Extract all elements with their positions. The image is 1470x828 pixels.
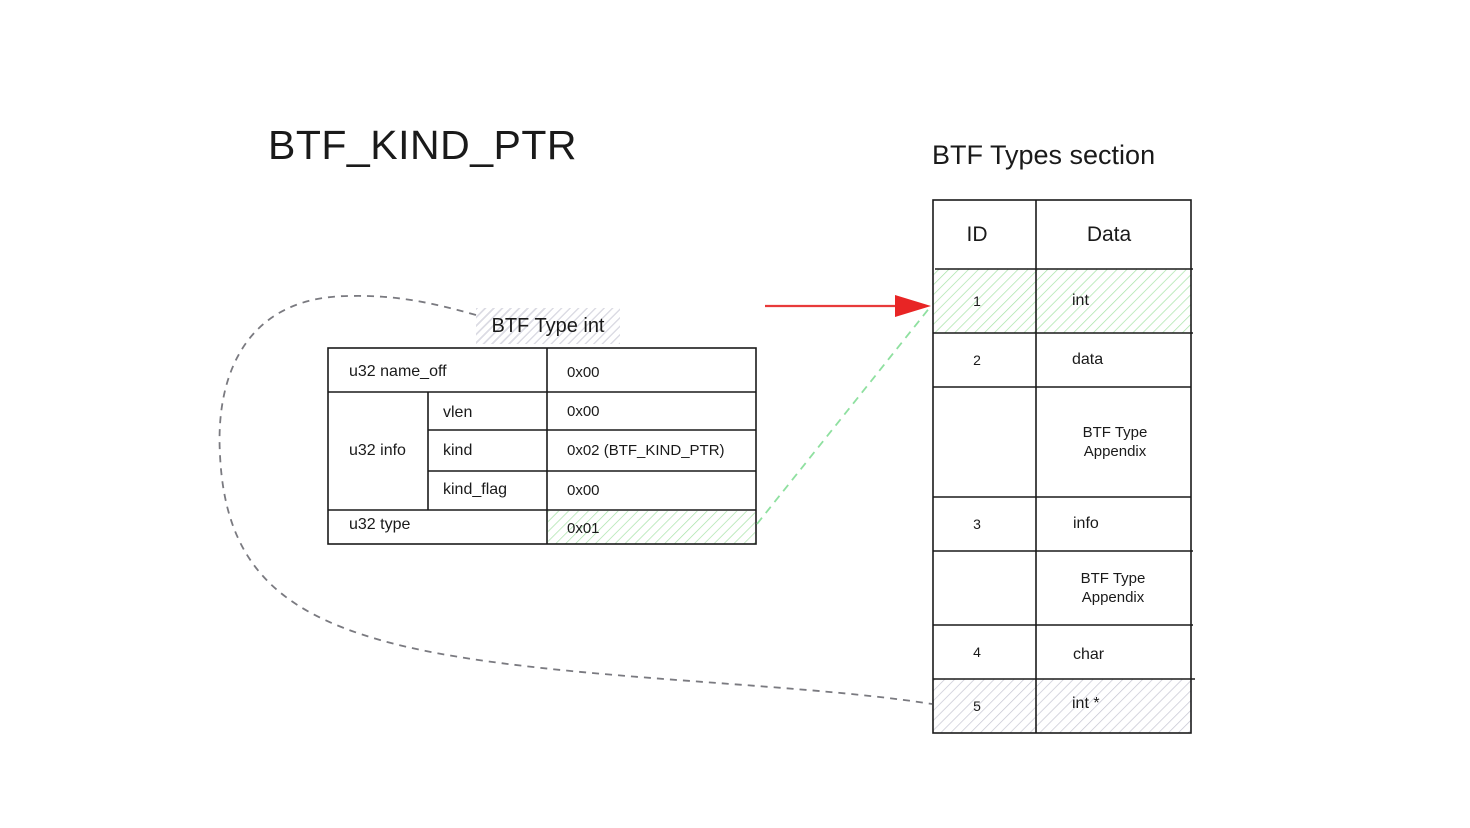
name-off-label: u32 name_off — [349, 363, 447, 380]
row-1-highlight — [933, 269, 1191, 333]
type-label: u32 type — [349, 516, 411, 533]
row-5-id: 5 — [973, 698, 981, 714]
type-value-highlight — [548, 511, 755, 544]
row-appendix-2-id — [933, 551, 1021, 625]
row-1-data: int — [1072, 292, 1089, 309]
type-value: 0x01 — [567, 519, 600, 537]
struct-label: BTF Type int — [476, 308, 620, 344]
kind-value: 0x02 (BTF_KIND_PTR) — [567, 441, 725, 459]
section-title: BTF Types section — [932, 140, 1156, 170]
row-appendix-1-id — [933, 387, 1021, 497]
row-4-data: char — [1073, 646, 1105, 663]
struct-table-border — [327, 347, 757, 545]
page-title: BTF_KIND_PTR — [268, 122, 577, 168]
section-table-border — [932, 199, 1195, 734]
row-5-highlight — [933, 679, 1191, 733]
green-dashed-connector — [756, 305, 932, 525]
kind-label: kind — [443, 442, 473, 459]
row-2-id: 2 — [973, 352, 981, 368]
vlen-value: 0x00 — [567, 402, 600, 420]
row-appendix-1-data: BTF Type Appendix — [1082, 424, 1148, 460]
header-id: ID — [966, 222, 988, 246]
info-label: u32 info — [349, 442, 406, 459]
row-3-data: info — [1073, 515, 1099, 532]
row-5-data: int * — [1072, 695, 1100, 712]
kind-flag-label: kind_flag — [443, 481, 508, 498]
header-data: Data — [1086, 222, 1132, 246]
gray-dashed-curve — [218, 295, 933, 705]
row-2-data: data — [1072, 351, 1104, 368]
row-3-id: 3 — [973, 516, 981, 532]
row-1-id: 1 — [973, 293, 981, 309]
name-off-value: 0x00 — [567, 363, 600, 381]
row-4-id: 4 — [973, 644, 981, 660]
vlen-label: vlen — [443, 404, 473, 421]
red-arrow-head — [895, 295, 931, 317]
kind-flag-value: 0x00 — [567, 481, 600, 499]
row-appendix-2-data: BTF Type Appendix — [1080, 570, 1146, 606]
